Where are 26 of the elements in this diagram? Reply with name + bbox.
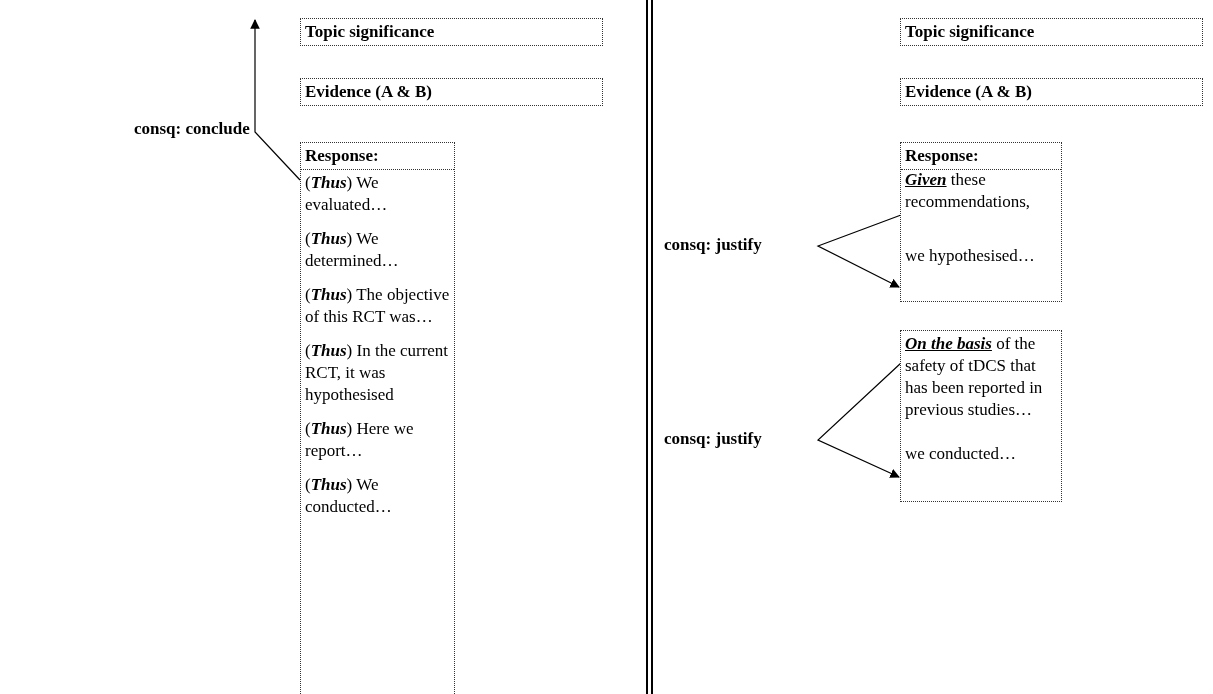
list-item: (Thus) In the current RCT, it was hypothesised <box>304 340 450 406</box>
list-item: (Thus) We determined… <box>304 228 400 272</box>
list-item: (Thus) We evaluated… <box>304 172 389 216</box>
text-box <box>900 142 1062 302</box>
box-heading: Topic significance <box>304 21 436 43</box>
box-heading: Response: <box>901 143 1061 170</box>
list-item: (Thus) The objective of this RCT was… <box>304 284 451 328</box>
box-text: Given these recommendations, <box>904 169 1032 213</box>
text-box <box>900 78 1203 106</box>
list-item: (Thus) We conducted… <box>304 474 393 518</box>
box-heading: Evidence (A & B) <box>904 81 1034 103</box>
arrow <box>250 19 301 181</box>
box-heading: Topic significance <box>904 21 1036 43</box>
list-item: (Thus) Here we report… <box>304 418 415 462</box>
arrow <box>816 214 902 288</box>
dotted-box <box>900 330 1062 502</box>
box-text: we hypothesised… <box>904 245 1036 267</box>
box-heading: Evidence (A & B) <box>304 81 434 103</box>
box-heading: Response: <box>301 143 454 170</box>
text-box <box>300 142 455 694</box>
box-text: On the basis of the safety of tDCS that has been reported in previous studies… <box>904 333 1044 421</box>
arrow <box>816 362 902 478</box>
text-box <box>900 18 1203 46</box>
box-text: we conducted… <box>904 443 1017 465</box>
text-box <box>300 78 603 106</box>
text-box <box>300 18 603 46</box>
